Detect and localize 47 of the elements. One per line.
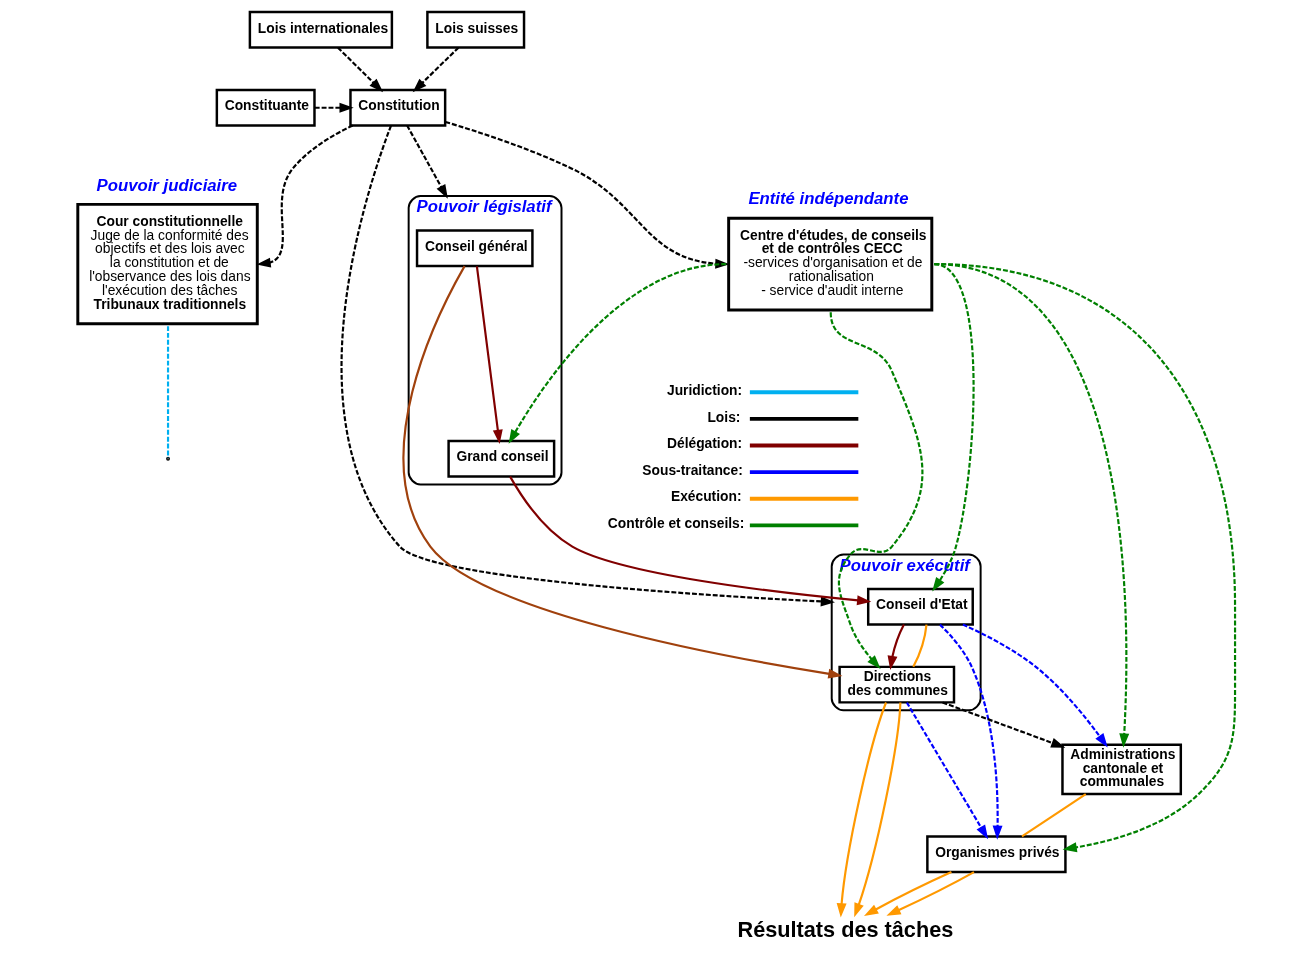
arrow: [402, 265, 842, 679]
node-box: Centre d'études, de conseils et de contrôles CECC -services d'organisation et de rationalisation - service d'audit interne: [726, 216, 933, 312]
node-box: Constituante: [215, 88, 316, 127]
arrow: [905, 702, 988, 840]
node-box: Conseil d'Etat: [866, 587, 974, 626]
arrow: [829, 312, 923, 670]
arrow: [336, 46, 383, 93]
arrow: [256, 124, 353, 268]
node-label: Pouvoir judiciaire: [96, 175, 237, 195]
node-box: Grand conseil: [446, 439, 555, 478]
arrow: [508, 262, 726, 444]
arrow: [941, 701, 1065, 748]
node-box: Administrations cantonale et communales: [1060, 743, 1182, 796]
arrow: [885, 871, 974, 916]
arrow: [405, 125, 448, 199]
node-text: Résultats des tâches: [737, 916, 953, 942]
arrow: [314, 102, 354, 113]
legend-label: Lois:: [706, 409, 740, 425]
arrow: [508, 476, 871, 606]
node-label: Entité indépendante: [747, 189, 908, 209]
node-box: Organismes privés: [925, 835, 1067, 874]
connector: [911, 624, 928, 668]
node-box: Lois suisses: [425, 10, 525, 49]
node-box: Conseil général: [415, 229, 534, 268]
node-box: Directions des communes: [837, 665, 955, 704]
arrow: [475, 266, 503, 445]
connector: [1020, 793, 1086, 838]
arrow: [931, 263, 975, 592]
legend-label: Contrôle et conseils:: [607, 516, 744, 532]
node-box: Constitution: [348, 88, 446, 127]
arrow: [938, 623, 1003, 840]
node-box: Lois internationales: [248, 10, 393, 49]
legend-label: Délégation:: [666, 436, 742, 452]
legend-label: Sous-traitance:: [641, 462, 743, 478]
arrow: [961, 623, 1108, 748]
legend-label: Juridiction:: [666, 382, 742, 398]
arrow: [933, 262, 1129, 748]
legend-label: Exécution:: [670, 489, 741, 505]
connector: [166, 326, 169, 458]
arrow: [836, 702, 887, 918]
node-box: Cour constitutionnelle Juge de la conformité des objectifs et des lois avec la constitution et de l'observance des lois dans l'exécution des tâches Tribunaux traditionnels: [75, 202, 259, 326]
arrow: [853, 702, 901, 918]
arrow: [887, 624, 905, 671]
arrow: [412, 46, 459, 93]
arrow: [863, 871, 952, 916]
arrow: [933, 262, 1236, 853]
arrow: [340, 125, 835, 607]
